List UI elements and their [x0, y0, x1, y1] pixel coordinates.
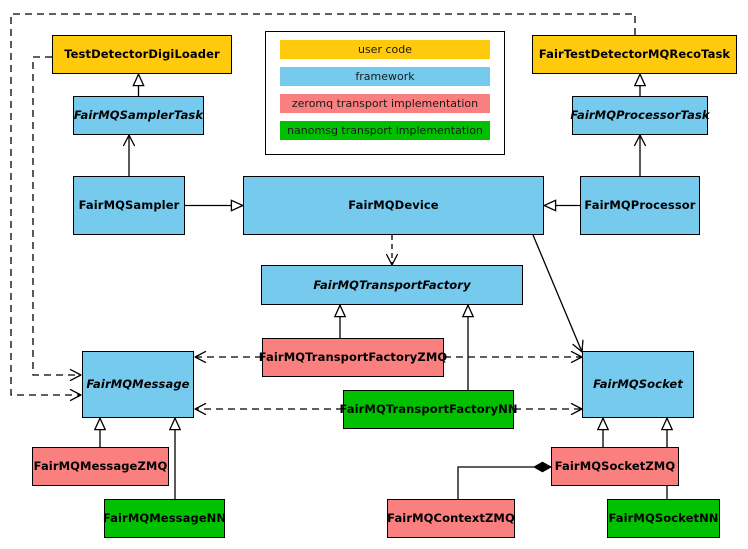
class-node-fairmqtransportfactory[interactable]: FairMQTransportFactory	[261, 265, 523, 305]
class-node-label: FairMQSocket	[593, 377, 683, 392]
legend-panel: user code framework zeromq transport imp…	[265, 31, 505, 155]
class-node-fairmqsocket[interactable]: FairMQSocket	[582, 351, 694, 418]
legend-label-user-code: user code	[357, 43, 413, 56]
class-node-label: FairMQContextZMQ	[387, 511, 515, 526]
legend-item-zeromq: zeromq transport implementation	[280, 94, 490, 113]
legend-item-framework: framework	[280, 67, 490, 86]
class-node-fairmqsocketnn[interactable]: FairMQSocketNN	[607, 499, 720, 538]
class-node-label: FairMQSocketZMQ	[554, 459, 676, 474]
class-node-fairmqprocessor[interactable]: FairMQProcessor	[580, 176, 700, 235]
edge-contextzmq-to-socketzmq	[457, 467, 551, 499]
class-node-fairmqdevice[interactable]: FairMQDevice	[243, 176, 544, 235]
class-node-fairmqsampler[interactable]: FairMQSampler	[73, 176, 185, 235]
class-node-label: FairMQTransportFactoryNN	[339, 402, 518, 417]
class-node-label: FairMQMessageNN	[102, 511, 227, 526]
class-node-fairmqmessagenn[interactable]: FairMQMessageNN	[102, 499, 227, 538]
class-node-label: FairMQDevice	[348, 198, 439, 213]
class-node-testdetectordigiloader[interactable]: TestDetectorDigiLoader	[52, 35, 232, 74]
class-node-label: FairMQSocketNN	[608, 511, 719, 526]
class-node-label: FairMQProcessorTask	[570, 108, 710, 123]
class-node-label: FairMQMessage	[86, 377, 190, 392]
class-node-label: FairMQSampler	[78, 198, 180, 213]
edge-device-to-socket	[532, 234, 582, 352]
class-node-label: FairMQSamplerTask	[73, 108, 204, 123]
class-node-fairmqsocketzmq[interactable]: FairMQSocketZMQ	[551, 447, 679, 486]
class-node-fairmqmessage[interactable]: FairMQMessage	[82, 351, 194, 418]
class-node-label: FairMQTransportFactoryZMQ	[258, 350, 448, 365]
class-node-label: FairMQTransportFactory	[313, 277, 471, 292]
class-node-fairmqtransportfactorynn[interactable]: FairMQTransportFactoryNN	[339, 390, 517, 429]
class-node-fairmqmessagezmq[interactable]: FairMQMessageZMQ	[32, 447, 169, 486]
legend-label-nanomsg: nanomsg transport implementation	[287, 124, 483, 137]
class-node-fairmqsamplertask[interactable]: FairMQSamplerTask	[73, 96, 204, 135]
class-node-label: TestDetectorDigiLoader	[64, 47, 220, 62]
class-node-label: FairMQProcessor	[584, 198, 696, 213]
legend-item-user-code: user code	[280, 40, 490, 59]
class-node-label: FairTestDetectorMQRecoTask	[538, 47, 731, 62]
legend-item-nanomsg: nanomsg transport implementation	[280, 121, 490, 140]
class-node-fairmqcontextzmq[interactable]: FairMQContextZMQ	[387, 499, 515, 538]
class-node-label: FairMQMessageZMQ	[33, 459, 168, 474]
legend-label-zeromq: zeromq transport implementation	[291, 97, 479, 110]
class-node-fairmqtransportfactoryzmq[interactable]: FairMQTransportFactoryZMQ	[259, 338, 447, 377]
class-node-fairtestdetectormqrecotask[interactable]: FairTestDetectorMQRecoTask	[532, 35, 737, 74]
class-node-fairmqprocessortask[interactable]: FairMQProcessorTask	[570, 96, 710, 135]
legend-label-framework: framework	[355, 70, 415, 83]
